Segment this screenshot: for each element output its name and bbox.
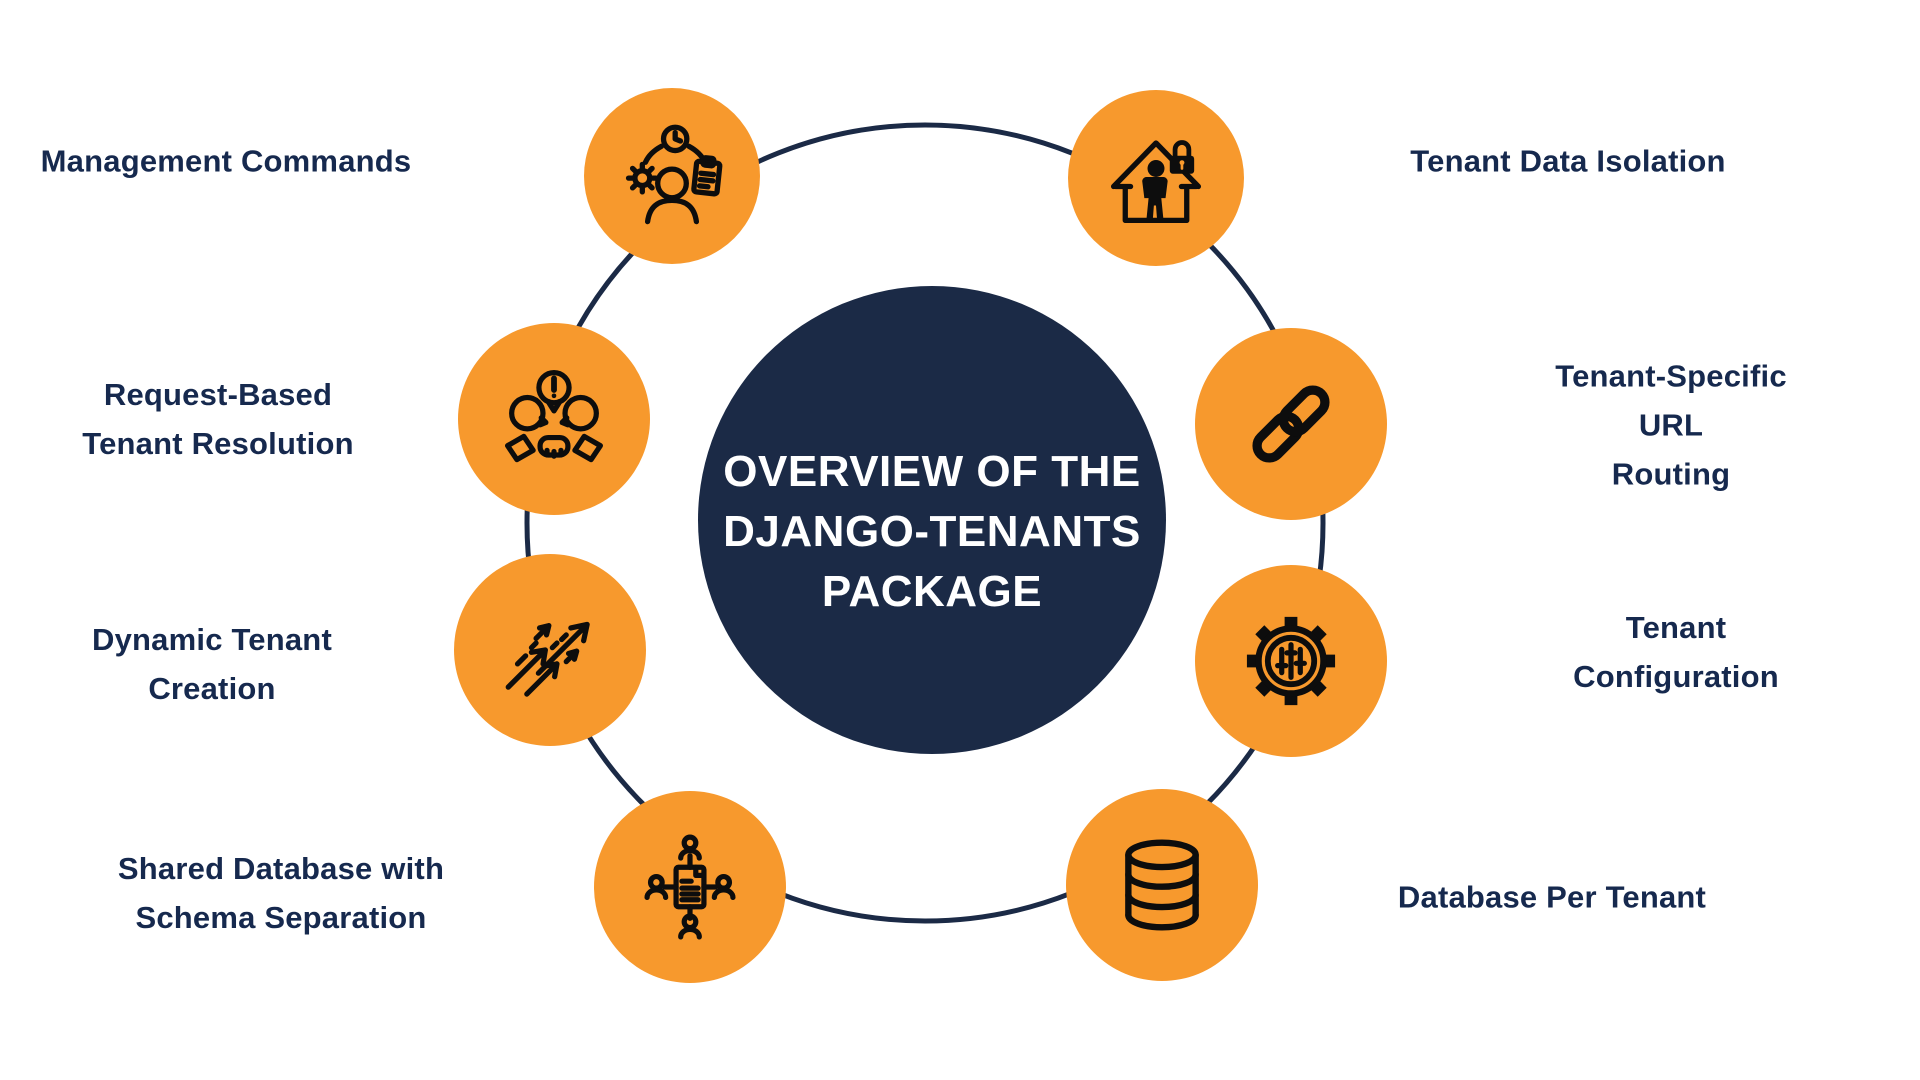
center-title: OVERVIEW OF THE DJANGO-TENANTS PACKAGE [723,447,1141,616]
label-management-commands: Management Commands [40,143,412,179]
chain-link-icon [1252,385,1330,463]
node-tenant-data-isolation [1068,90,1244,266]
house-person-lock-icon [1110,140,1202,224]
label-tenant-configuration: Tenant Configuration [1573,610,1779,694]
document-people-network-icon [644,834,736,940]
conversation-handshake-icon [504,369,604,463]
label-database-per-tenant: Database Per Tenant [1397,879,1707,915]
node-tenant-specific-url-routing [1195,328,1387,520]
node-shared-database-schema-separation [594,791,786,983]
ascending-arrows-icon [505,621,590,697]
node-database-per-tenant [1066,789,1258,981]
label-shared-database-schema-separation: Shared Database with Schema Separation [117,851,445,935]
database-cylinder-icon [1125,839,1199,931]
node-dynamic-tenant-creation [454,554,646,746]
label-tenant-data-isolation: Tenant Data Isolation [1410,143,1726,179]
clock-gear-clipboard-person-icon [625,124,723,225]
node-request-based-tenant-resolution [458,323,650,515]
node-tenant-configuration [1195,565,1387,757]
node-management-commands [584,88,760,264]
center-circle: OVERVIEW OF THE DJANGO-TENANTS PACKAGE [698,286,1166,754]
gear-sliders-icon [1246,616,1336,706]
label-dynamic-tenant-creation: Dynamic Tenant Creation [92,622,332,706]
label-request-based-tenant-resolution: Request-Based Tenant Resolution [82,377,354,461]
label-tenant-specific-url-routing: Tenant-Specific URL Routing [1555,358,1787,492]
